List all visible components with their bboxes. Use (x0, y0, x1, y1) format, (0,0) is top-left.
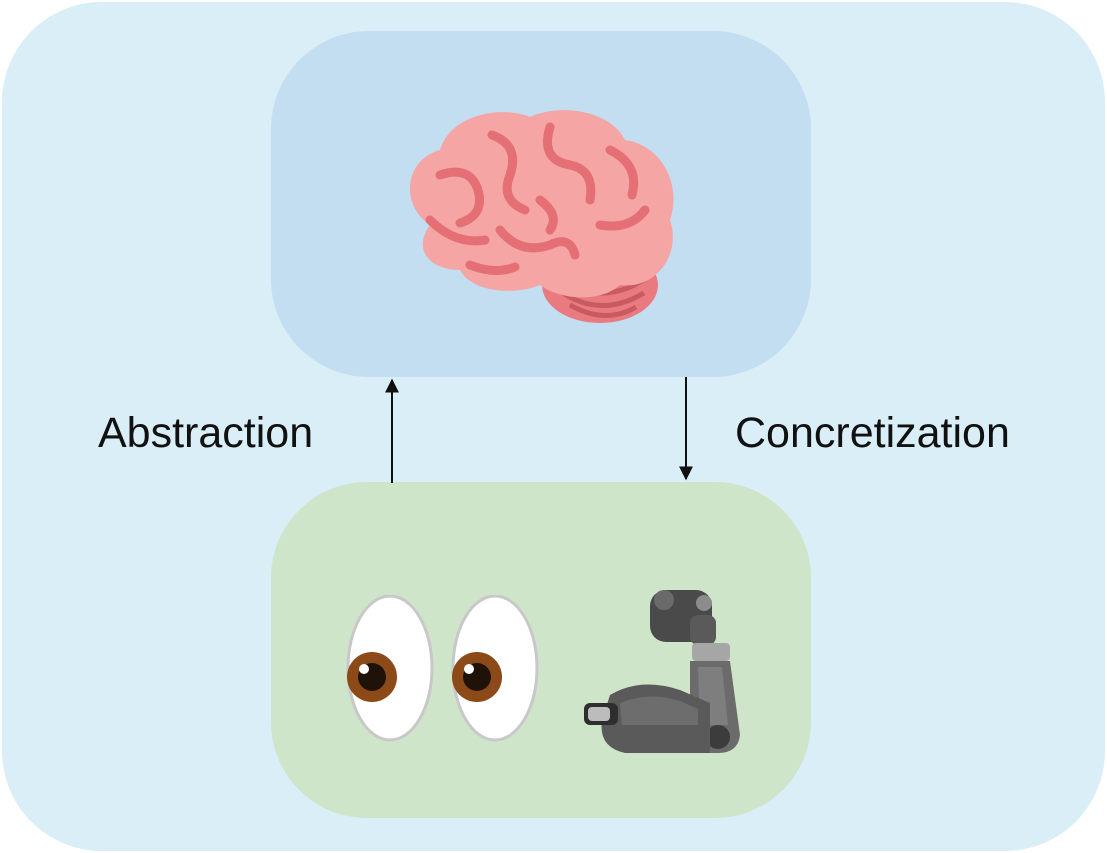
abstraction-label: Abstraction (98, 409, 314, 457)
mechanical-arm-icon (584, 590, 740, 753)
concretization-label: Concretization (735, 409, 1010, 457)
brain-icon (409, 110, 674, 323)
eyes-icon (346, 595, 539, 742)
